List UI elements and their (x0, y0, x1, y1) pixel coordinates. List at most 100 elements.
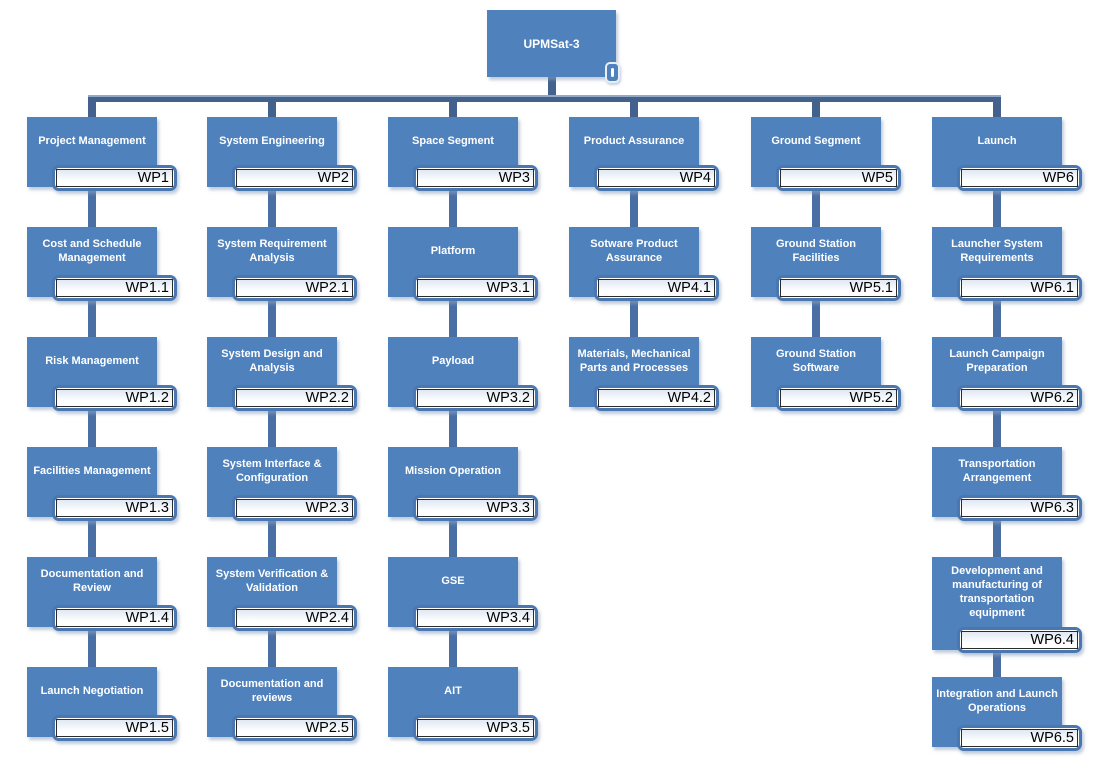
root-connector-stub (548, 76, 556, 95)
connector-branch-stub (812, 102, 820, 118)
connector-vertical (268, 299, 276, 337)
node-wp6-1-title: Launcher System Requirements (951, 238, 1043, 264)
node-wp1-2-wp-label: WP1.2 (56, 389, 173, 407)
node-wp6-2-wp-label: WP6.2 (961, 389, 1078, 407)
node-wp2-wp-strip: WP2 (232, 165, 357, 191)
connector-vertical (993, 409, 1001, 447)
node-wp5-2-title: Ground Station Software (775, 348, 857, 374)
node-wp1-5-wp-label: WP1.5 (56, 719, 173, 737)
node-wp6-5-wp-label: WP6.5 (961, 729, 1078, 747)
node-wp2-3-wp-label: WP2.3 (236, 499, 353, 517)
collapse-tab-slot (611, 68, 614, 77)
node-wp3-2-title: Payload (431, 355, 475, 367)
node-wp3-4-title: GSE (441, 575, 465, 587)
node-wp1-2-wp-strip: WP1.2 (52, 385, 177, 411)
node-wp2-5-title: Documentation and reviews (220, 678, 324, 704)
connector-vertical (630, 299, 638, 337)
connector-vertical (88, 629, 96, 667)
node-wp1-4-wp-label: WP1.4 (56, 609, 173, 627)
node-wp6-2-title: Launch Campaign Preparation (949, 348, 1045, 374)
node-wp1-3-wp-strip: WP1.3 (52, 495, 177, 521)
connector-vertical (88, 519, 96, 557)
node-wp1-wp-label: WP1 (56, 169, 173, 187)
node-wp6-3-title: Transportation Arrangement (958, 458, 1036, 484)
node-wp4-wp-strip: WP4 (594, 165, 719, 191)
node-wp6-1-wp-label: WP6.1 (961, 279, 1078, 297)
node-wp6-wp-strip: WP6 (957, 165, 1082, 191)
connector-vertical (993, 299, 1001, 337)
node-wp3-wp-strip: WP3 (413, 165, 538, 191)
node-wp5-wp-strip: WP5 (776, 165, 901, 191)
node-wp6-5-wp-strip: WP6.5 (957, 725, 1082, 751)
node-wp1-5-title: Launch Negotiation (40, 685, 144, 697)
root-node[interactable]: UPMSat-3 (487, 10, 616, 77)
node-wp4-1-wp-strip: WP4.1 (594, 275, 719, 301)
node-wp2-2-title: System Design and Analysis (221, 348, 323, 374)
node-wp2-4-wp-label: WP2.4 (236, 609, 353, 627)
connector-vertical (812, 189, 820, 227)
connector-vertical (268, 189, 276, 227)
connector-branch-stub (630, 102, 638, 118)
node-wp5-wp-label: WP5 (780, 169, 897, 187)
node-wp1-1-wp-strip: WP1.1 (52, 275, 177, 301)
node-wp4-2-wp-label: WP4.2 (598, 389, 715, 407)
node-wp2-title: System Engineering (219, 135, 325, 147)
node-wp5-1-wp-label: WP5.1 (780, 279, 897, 297)
node-wp3-2-wp-strip: WP3.2 (413, 385, 538, 411)
node-wp1-3-title: Facilities Management (33, 465, 151, 477)
node-wp3-5-wp-label: WP3.5 (417, 719, 534, 737)
node-wp3-5-wp-strip: WP3.5 (413, 715, 538, 741)
node-wp2-1-wp-label: WP2.1 (236, 279, 353, 297)
connector-vertical (993, 519, 1001, 557)
node-wp6-4-wp-label: WP6.4 (961, 631, 1078, 649)
node-wp2-1-wp-strip: WP2.1 (232, 275, 357, 301)
connector-vertical (268, 409, 276, 447)
node-wp3-1-wp-strip: WP3.1 (413, 275, 538, 301)
node-wp4-2[interactable]: Materials, Mechanical Parts and Processe… (569, 337, 719, 411)
node-wp5-2-wp-strip: WP5.2 (776, 385, 901, 411)
node-wp2-3-wp-strip: WP2.3 (232, 495, 357, 521)
connector-vertical (88, 189, 96, 227)
node-wp2-5-wp-label: WP2.5 (236, 719, 353, 737)
collapse-tab-icon[interactable] (605, 62, 620, 83)
connector-vertical (268, 519, 276, 557)
node-wp6-3-wp-strip: WP6.3 (957, 495, 1082, 521)
node-wp6-4-title: Development and manufacturing of transpo… (951, 565, 1043, 619)
node-wp4-wp-label: WP4 (598, 169, 715, 187)
node-wp1-2-title: Risk Management (45, 355, 139, 367)
node-wp1-3-wp-label: WP1.3 (56, 499, 173, 517)
node-wp4-2-wp-strip: WP4.2 (594, 385, 719, 411)
connector-vertical (449, 189, 457, 227)
node-wp6-4[interactable]: Development and manufacturing of transpo… (932, 557, 1082, 653)
node-wp6-wp-label: WP6 (961, 169, 1078, 187)
connector-branch-stub (268, 102, 276, 118)
